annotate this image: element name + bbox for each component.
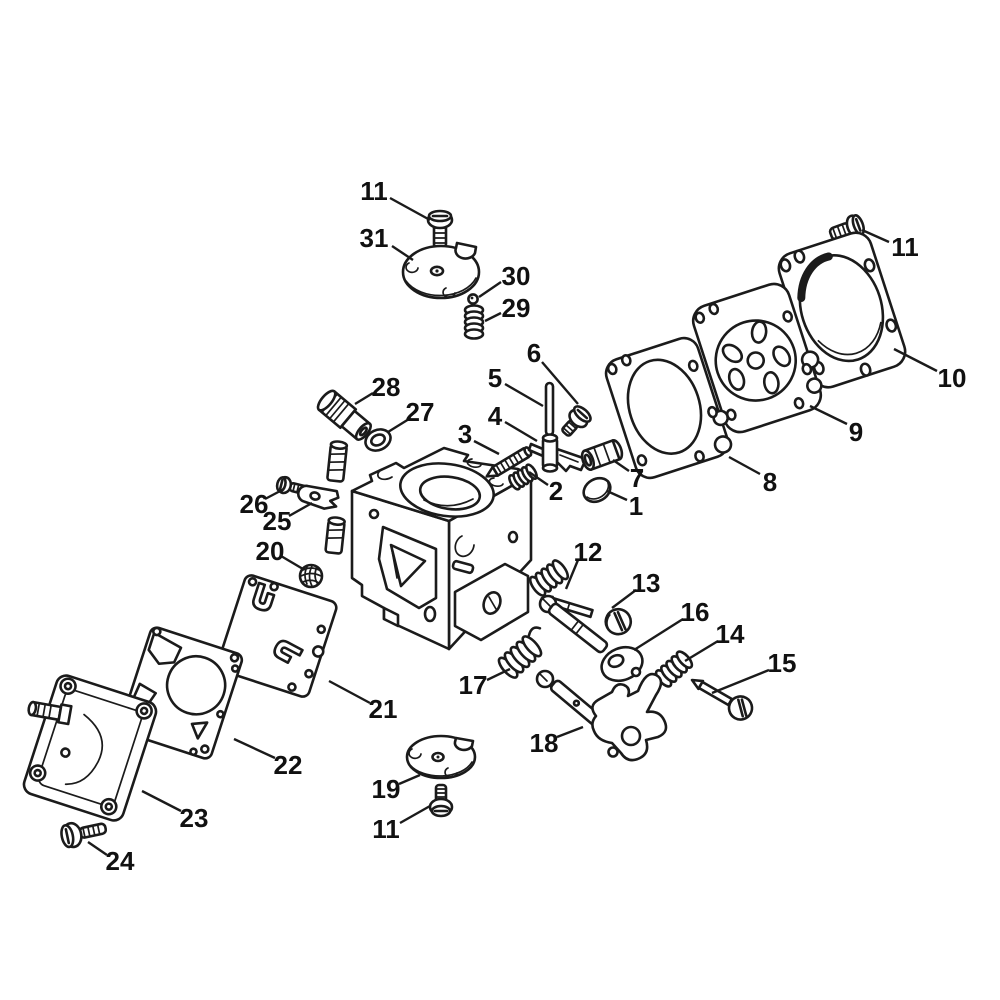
leader-line-label-15 <box>711 668 770 695</box>
leader-line-label-9 <box>809 404 848 426</box>
leader-line-label-14 <box>684 639 719 663</box>
part-15-adjusting-screw <box>690 678 754 721</box>
leader-line-label-10 <box>893 347 938 373</box>
label-1: 1 <box>629 491 643 521</box>
part-18-throttle-shaft <box>535 669 668 762</box>
part-28-valve-plug <box>316 389 372 441</box>
part-25-retaining-clip <box>297 484 340 510</box>
leader-line-label-30 <box>478 281 502 298</box>
part-6-screw <box>561 405 592 437</box>
part-24-screw <box>60 821 108 849</box>
leader-line-label-7 <box>612 459 630 472</box>
part-5-pin <box>544 381 555 437</box>
leader-line-label-8 <box>728 455 761 476</box>
leader-line-label-11-right <box>861 228 890 244</box>
label-21: 21 <box>369 694 398 724</box>
label-23: 23 <box>180 803 209 833</box>
label-31: 31 <box>360 223 389 253</box>
part-17-spring <box>497 626 543 679</box>
part-10-diaphragm-cover <box>777 231 907 389</box>
label-11-top: 11 <box>360 176 388 206</box>
label-15: 15 <box>768 648 797 678</box>
label-20: 20 <box>256 536 285 566</box>
label-13: 13 <box>632 568 661 598</box>
label-14: 14 <box>716 619 745 649</box>
leader-line-label-13 <box>611 589 637 609</box>
leader-line-label-12 <box>564 559 580 590</box>
part-27-washer <box>364 428 392 452</box>
part-31-cover-plate <box>401 241 481 300</box>
leader-line-label-1 <box>606 489 628 502</box>
part-12-spring <box>528 559 570 597</box>
part-21-metering-diaphragm <box>216 574 338 698</box>
label-11-bottom: 11 <box>372 814 400 844</box>
leader-line-label-24 <box>87 841 108 856</box>
leader-line-label-5 <box>504 382 544 408</box>
label-25: 25 <box>263 506 292 536</box>
label-29: 29 <box>502 293 531 323</box>
leader-line-label-19 <box>398 773 421 786</box>
leader-line-label-28 <box>354 391 374 406</box>
part-23-pump-cover <box>22 674 158 822</box>
label-18: 18 <box>530 728 559 758</box>
part-19-cover-disc <box>405 734 477 780</box>
label-24: 24 <box>106 846 135 876</box>
label-27: 27 <box>406 397 435 427</box>
label-3: 3 <box>458 419 472 449</box>
part-2-spring <box>508 463 538 491</box>
part-1-plug-disc <box>582 476 612 504</box>
leader-line-label-29 <box>484 311 502 323</box>
label-28: 28 <box>372 372 401 402</box>
leader-line-label-3 <box>473 439 500 456</box>
label-4: 4 <box>488 401 503 431</box>
part-29-spring <box>463 304 485 340</box>
label-7: 7 <box>630 463 644 493</box>
label-8: 8 <box>763 467 777 497</box>
label-19: 19 <box>372 774 401 804</box>
leader-line-label-27 <box>387 417 410 434</box>
part-7-check-valve <box>580 439 624 471</box>
part-11-screw-bottom <box>428 783 454 818</box>
label-16: 16 <box>681 597 710 627</box>
leader-line-label-23 <box>141 789 182 813</box>
part-20-inlet-screen <box>298 563 324 589</box>
fuel-inlet-nipple <box>27 700 73 726</box>
label-30: 30 <box>502 261 531 291</box>
leader-line-label-22 <box>233 737 276 760</box>
label-5: 5 <box>488 363 502 393</box>
part-4-metering-lever <box>527 433 588 473</box>
leader-line-label-11-top <box>389 196 431 222</box>
leader-line-label-31 <box>391 245 414 261</box>
leader-line-label-21 <box>328 679 371 705</box>
part-9-diaphragm <box>691 282 823 434</box>
leader-line-label-16 <box>633 617 684 652</box>
leader-line-label-25 <box>288 501 313 518</box>
label-2: 2 <box>549 476 563 506</box>
part-8-gasket <box>604 336 733 480</box>
leader-line-label-4 <box>504 420 538 443</box>
label-12: 12 <box>574 537 603 567</box>
label-22: 22 <box>274 750 303 780</box>
label-9: 9 <box>849 417 863 447</box>
leader-line-label-20 <box>280 554 304 571</box>
leader-line-label-17 <box>486 667 511 682</box>
leader-line-label-2 <box>528 471 549 486</box>
part-16-choke-shaft <box>538 594 644 683</box>
label-6: 6 <box>527 338 541 368</box>
leader-line-label-11-bottom <box>399 804 431 825</box>
leader-line-label-26 <box>264 487 285 501</box>
part-30-ball <box>467 293 479 305</box>
part-carburetor-body <box>324 440 533 651</box>
part-3-inlet-needle <box>485 446 533 478</box>
label-11-right: 11 <box>891 232 919 262</box>
leader-line-label-6 <box>541 361 579 405</box>
label-17: 17 <box>459 670 488 700</box>
label-10: 10 <box>938 363 967 393</box>
label-26: 26 <box>240 489 269 519</box>
leader-line-label-18 <box>556 725 584 739</box>
